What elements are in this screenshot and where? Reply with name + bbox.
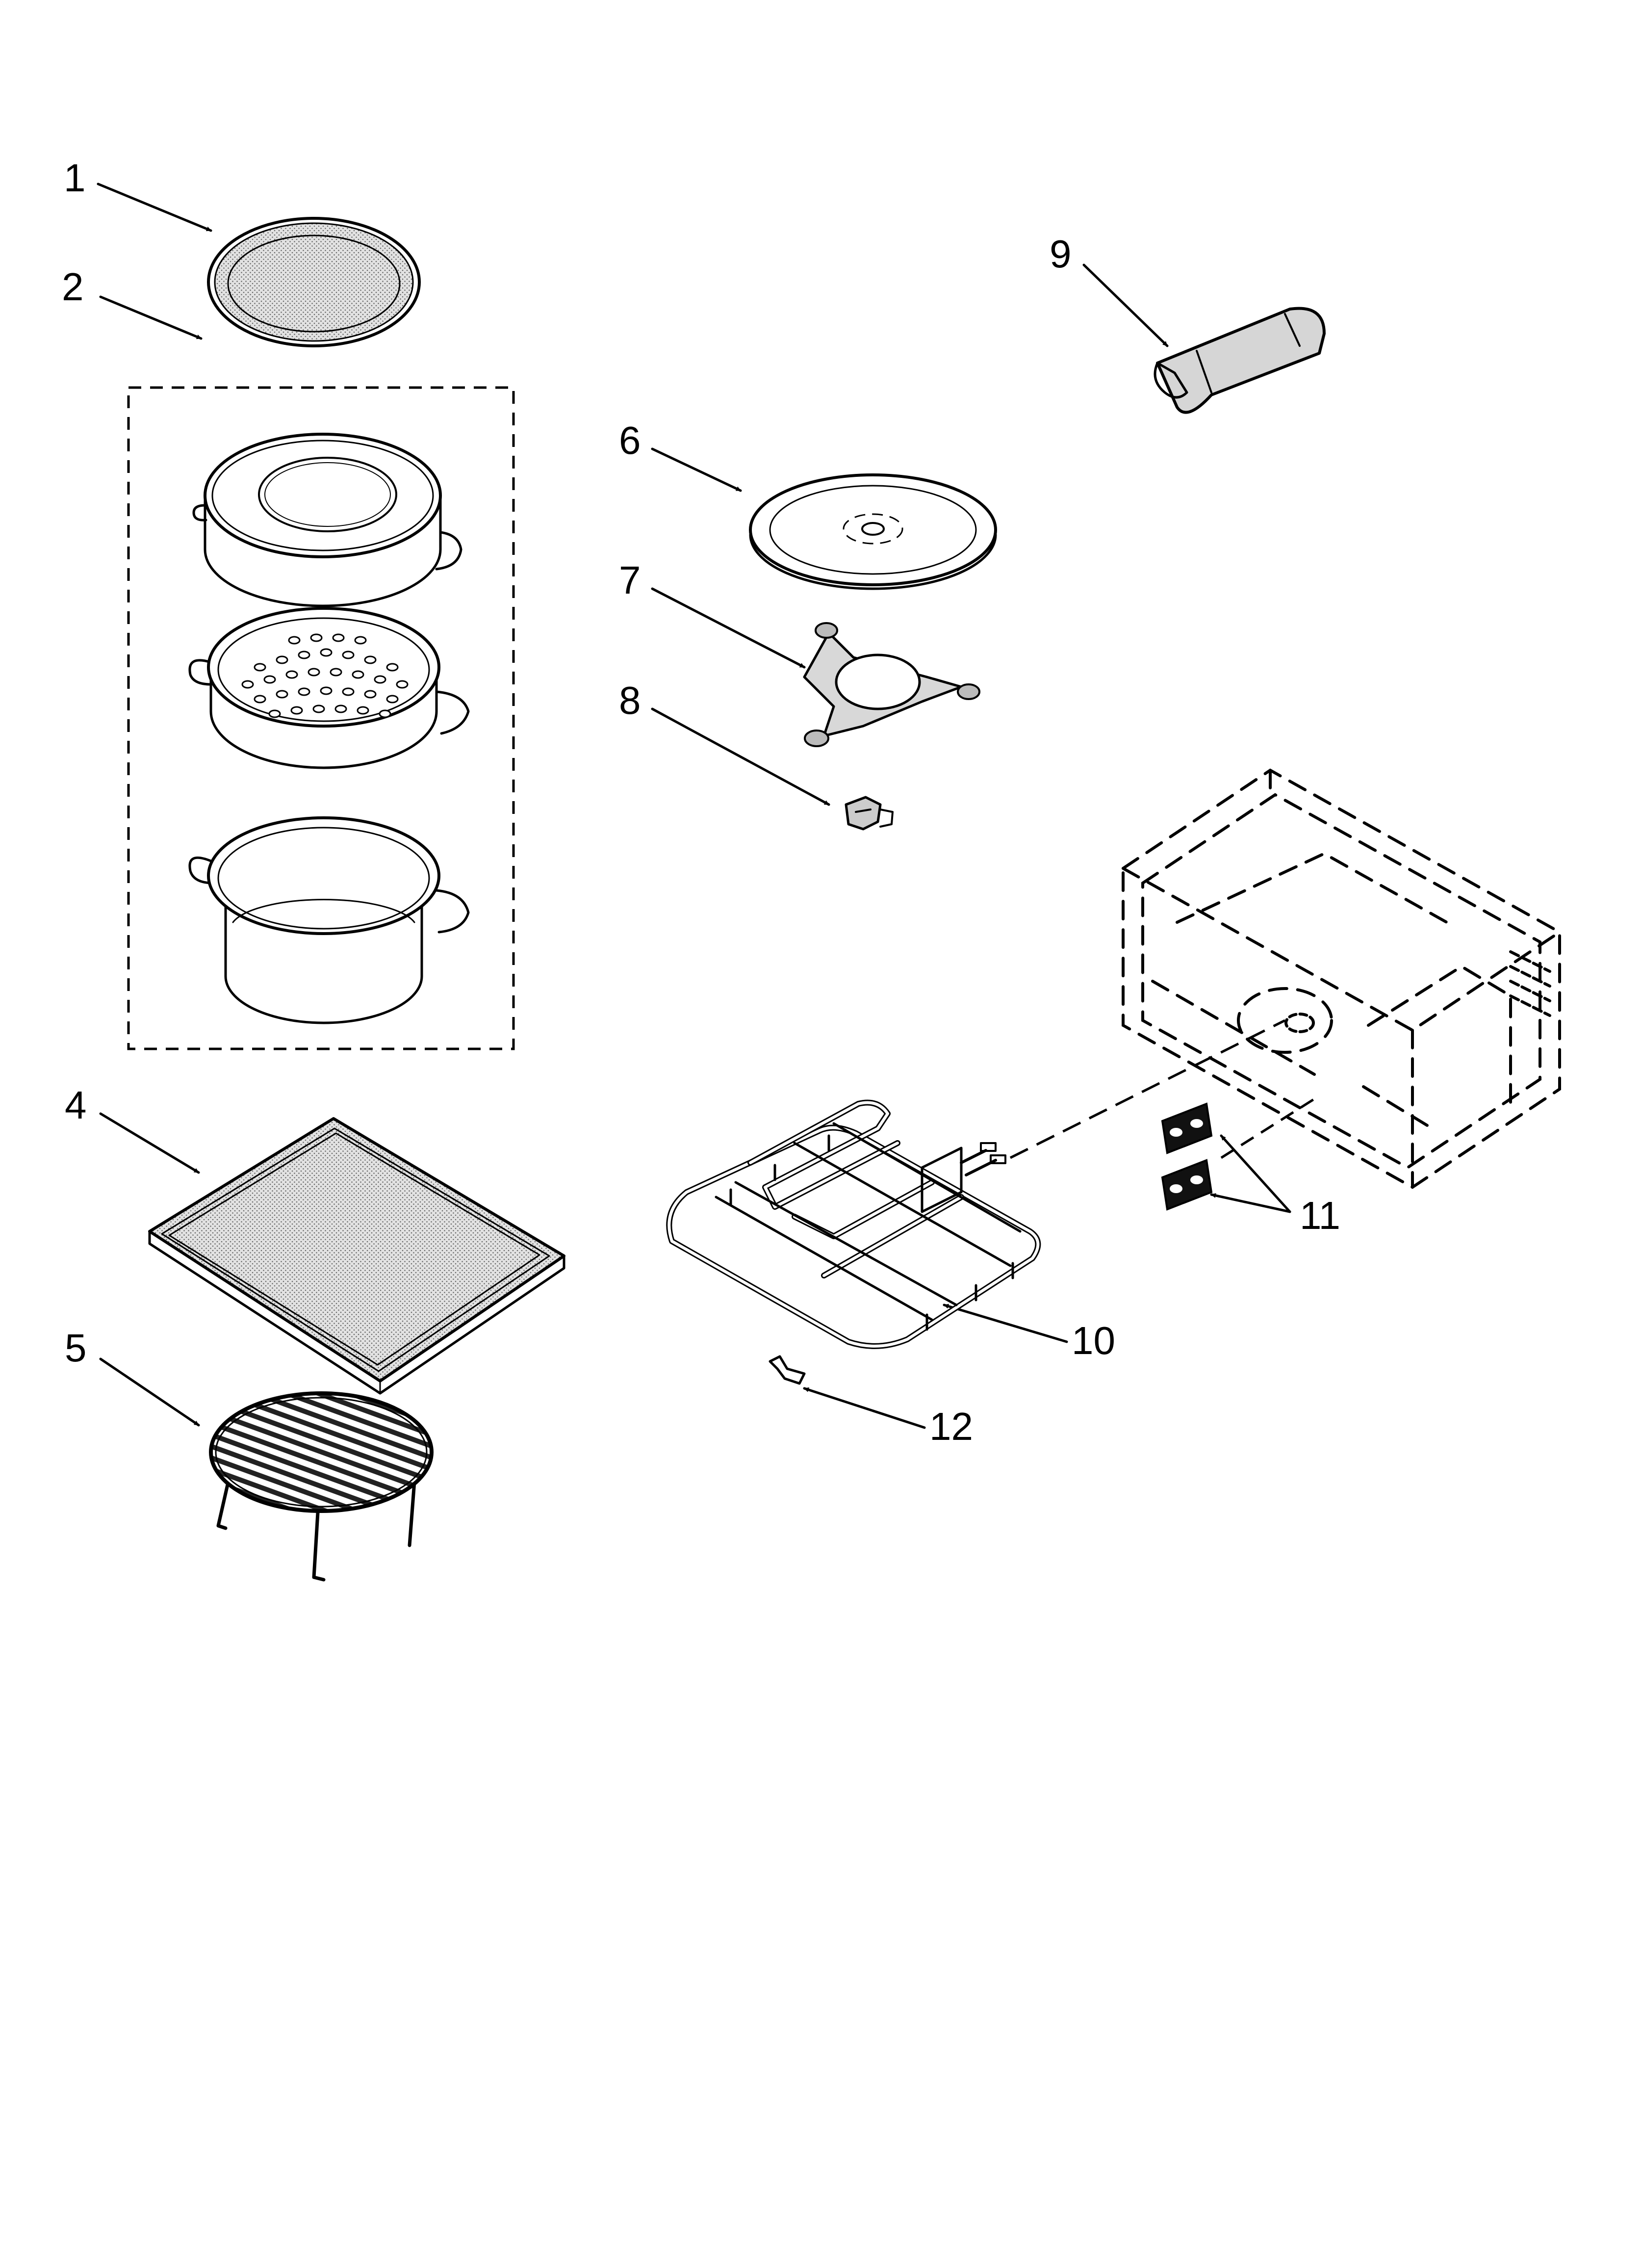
leader-arrow-11a [1220, 1134, 1291, 1213]
assembly-centerline [1009, 1019, 1286, 1159]
leader-arrow-12 [803, 1387, 926, 1429]
insulator-centerline [1220, 1097, 1315, 1159]
leader-arrow-1 [97, 182, 212, 232]
callout-9: 9 [1050, 232, 1072, 276]
callout-5: 5 [65, 1326, 87, 1370]
leader-arrow-2 [99, 295, 203, 340]
callout-1: 1 [64, 156, 86, 200]
callout-7: 7 [619, 558, 641, 602]
leader-arrow-10 [943, 1303, 1068, 1343]
leader-arrow-7 [651, 587, 806, 669]
steamer-basket [188, 607, 470, 769]
callout-11: 11 [1300, 1194, 1340, 1237]
oven-cavity-outline [1122, 768, 1561, 1189]
callout-12: 12 [929, 1405, 973, 1448]
part-4-crisper-tray [148, 1117, 565, 1395]
part-9-handle [1154, 307, 1326, 414]
part-6-turntable-tray [749, 473, 997, 590]
part-5-roasting-rack [209, 1391, 434, 1582]
part-2-group-box [127, 386, 515, 1050]
part-11-insulators [1161, 1102, 1213, 1211]
steamer-lid [192, 433, 462, 607]
part-10-heating-element [666, 1099, 1041, 1349]
leader-arrow-9 [1082, 263, 1169, 347]
part-1-crisper-lid [207, 217, 421, 347]
leader-arrow-5 [99, 1357, 200, 1427]
steamer-pot [188, 816, 470, 1024]
leader-arrow-8 [651, 707, 830, 806]
callout-10: 10 [1072, 1319, 1115, 1362]
callout-8: 8 [619, 678, 641, 722]
leader-arrow-4 [99, 1112, 200, 1174]
part-8-coupler [845, 796, 894, 831]
leader-arrow-6 [651, 447, 742, 492]
callout-6: 6 [619, 418, 641, 462]
part-12-clip [769, 1355, 806, 1385]
leader-arrows [97, 182, 1291, 1429]
callout-2: 2 [62, 265, 84, 309]
leader-arrow-11b [1210, 1193, 1291, 1213]
part-7-turntable-support [803, 622, 980, 747]
callout-4: 4 [65, 1083, 87, 1127]
